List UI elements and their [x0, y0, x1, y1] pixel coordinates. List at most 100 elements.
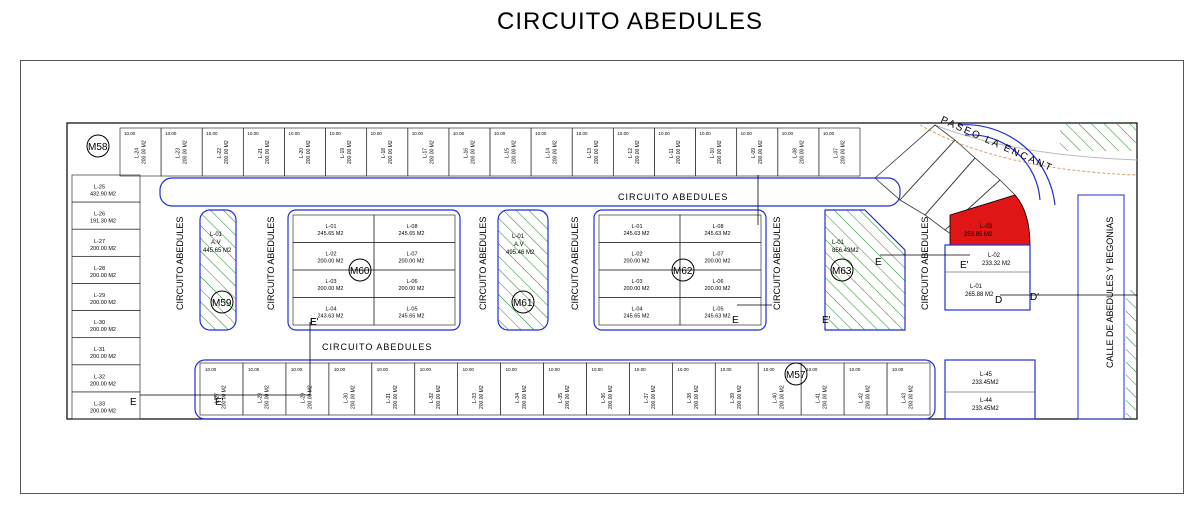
lot-l-25 [71, 174, 141, 203]
east-lot-l02: L-02 [988, 253, 1001, 259]
east-street-outline [1077, 194, 1125, 420]
lot-area: 200.00 M2 [221, 385, 227, 409]
manzana-circle-m63 [830, 258, 854, 282]
lot-area: 245.65 M2 [318, 231, 344, 237]
lot-area: 245.65 M2 [399, 313, 425, 319]
lot-area: 200.00 M2 [224, 140, 230, 164]
manzana-label: M62 [673, 266, 693, 277]
lot-width: 10.00 [634, 367, 646, 372]
lot-area: 200.00 M2 [393, 385, 399, 409]
lot-label: L-27 [214, 393, 220, 403]
lot-label: L-03 [632, 279, 643, 285]
lot-l-31 [71, 337, 141, 366]
lot-area: 200.00 M2 [840, 140, 846, 164]
lot-area: 200.00 M2 [799, 140, 805, 164]
lot-area: 200.00 M2 [909, 385, 915, 409]
lot-area: 200.00 M2 [553, 140, 559, 164]
lot-width: 10.00 [720, 367, 732, 372]
lot-area: 200.00 M2 [651, 385, 657, 409]
lot-area: 200.00 M2 [565, 385, 571, 409]
lot-label: L-12 [628, 148, 634, 158]
svg-text:L-01: L-01 [832, 240, 845, 246]
lot-label: L-13 [587, 148, 593, 158]
lot-label: L-07 [833, 148, 839, 158]
lot-width: 10.00 [806, 367, 818, 372]
lot-label: L-33 [94, 401, 105, 407]
lot-label: L-05 [713, 306, 724, 312]
highlight-lot: L-03 253.85 M2 [949, 194, 1031, 246]
lot-label: L-39 [730, 393, 736, 403]
lot-label: L-32 [94, 374, 105, 380]
park-block-m59: L-01 A.V 445.65 M2 [199, 209, 237, 331]
plan-title: CIRCUITO ABEDULES [497, 8, 763, 35]
lot-width: 10.00 [677, 367, 689, 372]
lot-label: L-04 [632, 306, 643, 312]
lot-area: 200.00 M2 [594, 140, 600, 164]
lot-label: L-16 [463, 148, 469, 158]
lot-width: 10.00 [330, 131, 342, 136]
lot-label: L-01 [326, 224, 337, 230]
lot-width: 10.00 [506, 367, 518, 372]
lot-width: 10.00 [535, 131, 547, 136]
section-mark: E' [960, 260, 969, 271]
section-mark: D' [1030, 292, 1039, 303]
lot-label: L-03 [326, 279, 337, 285]
lot-area: 245.65 M2 [624, 313, 650, 319]
lot-width: 10.00 [658, 131, 670, 136]
section-mark: E [732, 315, 739, 326]
lot-label: L-05 [407, 306, 418, 312]
lot-area: 200.00 M2 [717, 140, 723, 164]
lot-label: L-11 [669, 148, 675, 158]
svg-text:495.46 M2: 495.46 M2 [506, 250, 535, 256]
manzana-circle-m62 [671, 258, 695, 282]
lot-label: L-37 [644, 393, 650, 403]
lot-area: 191.30 M2 [90, 219, 116, 225]
east-green-strip [1126, 290, 1137, 419]
lot-area: 200.00 M2 [399, 258, 425, 264]
lot-width: 10.00 [782, 131, 794, 136]
lot-l-29 [71, 283, 141, 311]
section-mark: E' [310, 317, 319, 328]
lot-label: L-09 [751, 148, 757, 158]
lot-width: 10.00 [823, 131, 835, 136]
lot-l-07 [818, 127, 861, 177]
lot-area: 200.00 M2 [90, 300, 116, 306]
lot-label: L-25 [94, 185, 105, 191]
bottom-street-label: CIRCUITO ABEDULES [322, 342, 432, 352]
lot-label: L-17 [422, 148, 428, 158]
lot-area: 245.63 M2 [624, 231, 650, 237]
lot-label: L-07 [407, 251, 418, 257]
lot-width: 10.00 [165, 131, 177, 136]
lot-area: 200.00 M2 [758, 140, 764, 164]
manzana-label: M59 [212, 298, 232, 309]
vertical-street-label-5: CIRCUITO ABEDULES [772, 217, 782, 310]
lot-label: L-28 [94, 266, 105, 272]
lot-width: 10.00 [248, 367, 260, 372]
lot-label: L-34 [515, 393, 521, 403]
lot-area: 432.90 M2 [90, 192, 116, 198]
lot-area: 200.00 M2 [705, 286, 731, 292]
lot-area: 200.00 M2 [624, 258, 650, 264]
lot-area: 200.00 M2 [318, 258, 344, 264]
section-mark: D [995, 295, 1002, 306]
manzana-label: M57 [786, 370, 806, 381]
section-mark: E [130, 397, 137, 408]
vertical-street-label-3: CIRCUITO ABEDULES [478, 217, 488, 310]
lot-width: 10.00 [288, 131, 300, 136]
lot-width: 10.00 [463, 367, 475, 372]
curved-avenue [919, 124, 1138, 206]
lot-area: 200.00 M2 [90, 273, 116, 279]
lot-area: 200.00 M2 [470, 140, 476, 164]
lot-area: 243.63 M2 [318, 313, 344, 319]
lot-area: 200.00 M2 [866, 385, 872, 409]
lot-width: 10.00 [377, 367, 389, 372]
park-block-m63: L-01 856.43M2 [824, 209, 906, 331]
lot-width: 10.00 [494, 131, 506, 136]
lot-label: L-38 [687, 393, 693, 403]
lot-l-30 [71, 310, 141, 339]
manzana-circle-m57 [784, 362, 808, 386]
lot-label: L-33 [472, 393, 478, 403]
lot-area: 200.00 M2 [436, 385, 442, 409]
east-lot-l45: L-45 [980, 372, 993, 378]
